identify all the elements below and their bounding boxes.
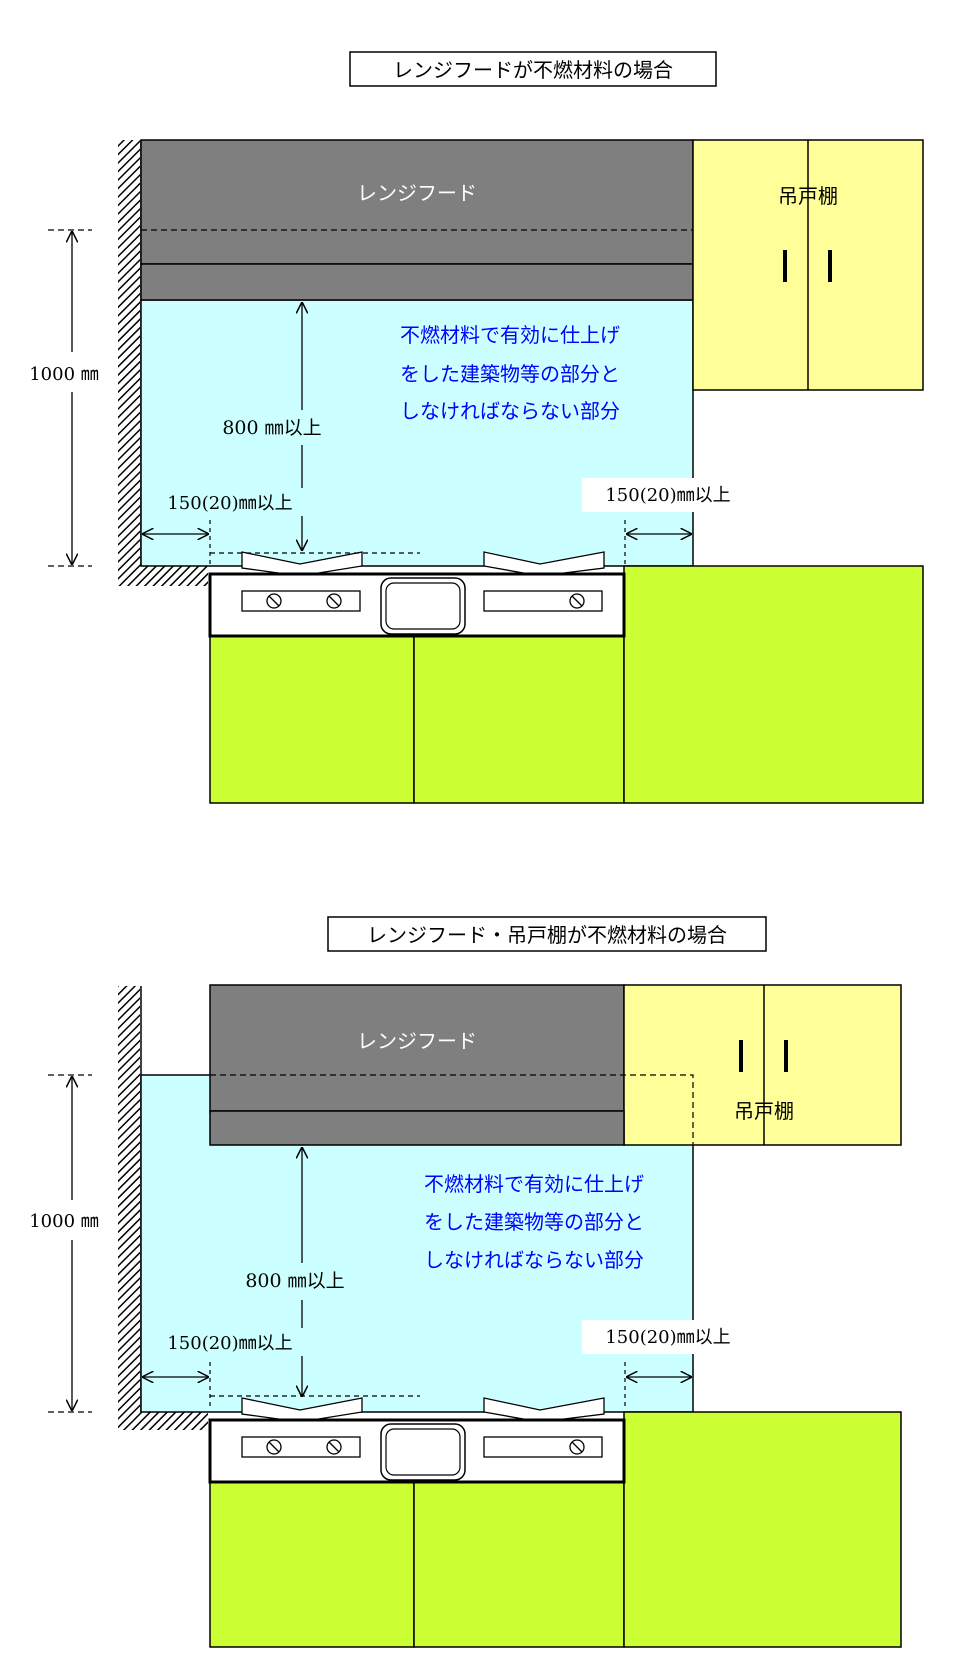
gas-stove [208,1395,626,1484]
diagram-2: レンジフード・吊戸棚が不燃材料の場合 レンジフード 吊戸棚 不燃材料で有効に仕上… [29,916,902,1648]
note-line-1: 不燃材料で有効に仕上げ [424,1172,644,1196]
clearance-800-label: 800 ㎜以上 [245,1270,344,1292]
base-cabinet-middle [413,1481,625,1648]
wall [118,986,140,1430]
diagram-2-title-box [327,916,767,952]
wall-floor-hatch [118,1408,208,1430]
clearance-800-label: 800 ㎜以上 [222,417,321,439]
height-1000-label: 1000 ㎜ [29,1211,99,1232]
wall-cabinet-label: 吊戸棚 [734,1099,794,1123]
side-clearance-left-label: 150(20)㎜以上 [167,1333,292,1354]
range-hood-filter [140,263,694,301]
note-line-3: しなければならない部分 [424,1248,644,1272]
diagram-1: レンジフードが不燃材料の場合 レンジフード 吊戸棚 不燃材料で有効に仕上げ をし… [29,51,924,804]
counter-right [623,1411,902,1648]
gas-stove [208,551,626,638]
side-clearance-right-label: 150(20)㎜以上 [605,1327,730,1348]
range-hood-label: レンジフード [357,1029,477,1053]
range-hood-filter [209,1110,625,1146]
note-line-2: をした建築物等の部分と [424,1210,644,1234]
base-cabinet-middle [413,635,625,804]
diagram-2-title: レンジフード・吊戸棚が不燃材料の場合 [367,923,727,947]
note-line-1: 不燃材料で有効に仕上げ [400,323,620,347]
base-cabinet-left [209,1481,415,1648]
noncombustible-zone [140,299,694,567]
wall-cabinet-label: 吊戸棚 [778,184,838,208]
diagram-1-title-box [349,51,717,87]
height-1000-label: 1000 ㎜ [29,364,99,385]
side-clearance-right-label: 150(20)㎜以上 [605,485,730,506]
side-clearance-left-label: 150(20)㎜以上 [167,493,292,514]
wall-cabinet [623,984,902,1146]
counter-right [623,565,924,804]
range-hood [140,139,694,265]
base-cabinet-left [209,635,415,804]
range-hood [209,984,625,1114]
range-hood-label: レンジフード [357,181,477,205]
wall [118,140,140,586]
wall-floor-hatch [118,562,208,586]
note-line-2: をした建築物等の部分と [400,362,620,386]
diagram-1-title: レンジフードが不燃材料の場合 [393,58,673,82]
note-line-3: しなければならない部分 [400,399,620,423]
